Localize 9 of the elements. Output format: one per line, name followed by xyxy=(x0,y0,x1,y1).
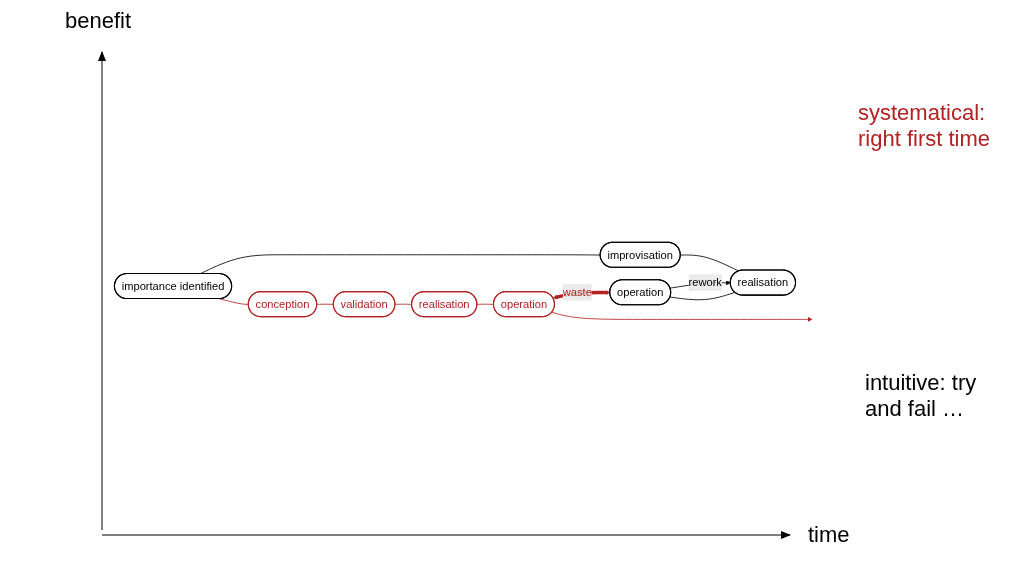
edge-label: rework xyxy=(688,276,722,289)
edge-label: waste xyxy=(562,286,592,299)
axis-label: benefit xyxy=(65,8,132,34)
annotation-text: intuitive: try and fail … xyxy=(865,370,978,422)
annotation-text: systematical: right first time xyxy=(858,100,992,152)
connector xyxy=(669,291,736,301)
axis-label: time xyxy=(808,522,850,548)
connector xyxy=(680,254,740,272)
connector xyxy=(219,298,249,305)
